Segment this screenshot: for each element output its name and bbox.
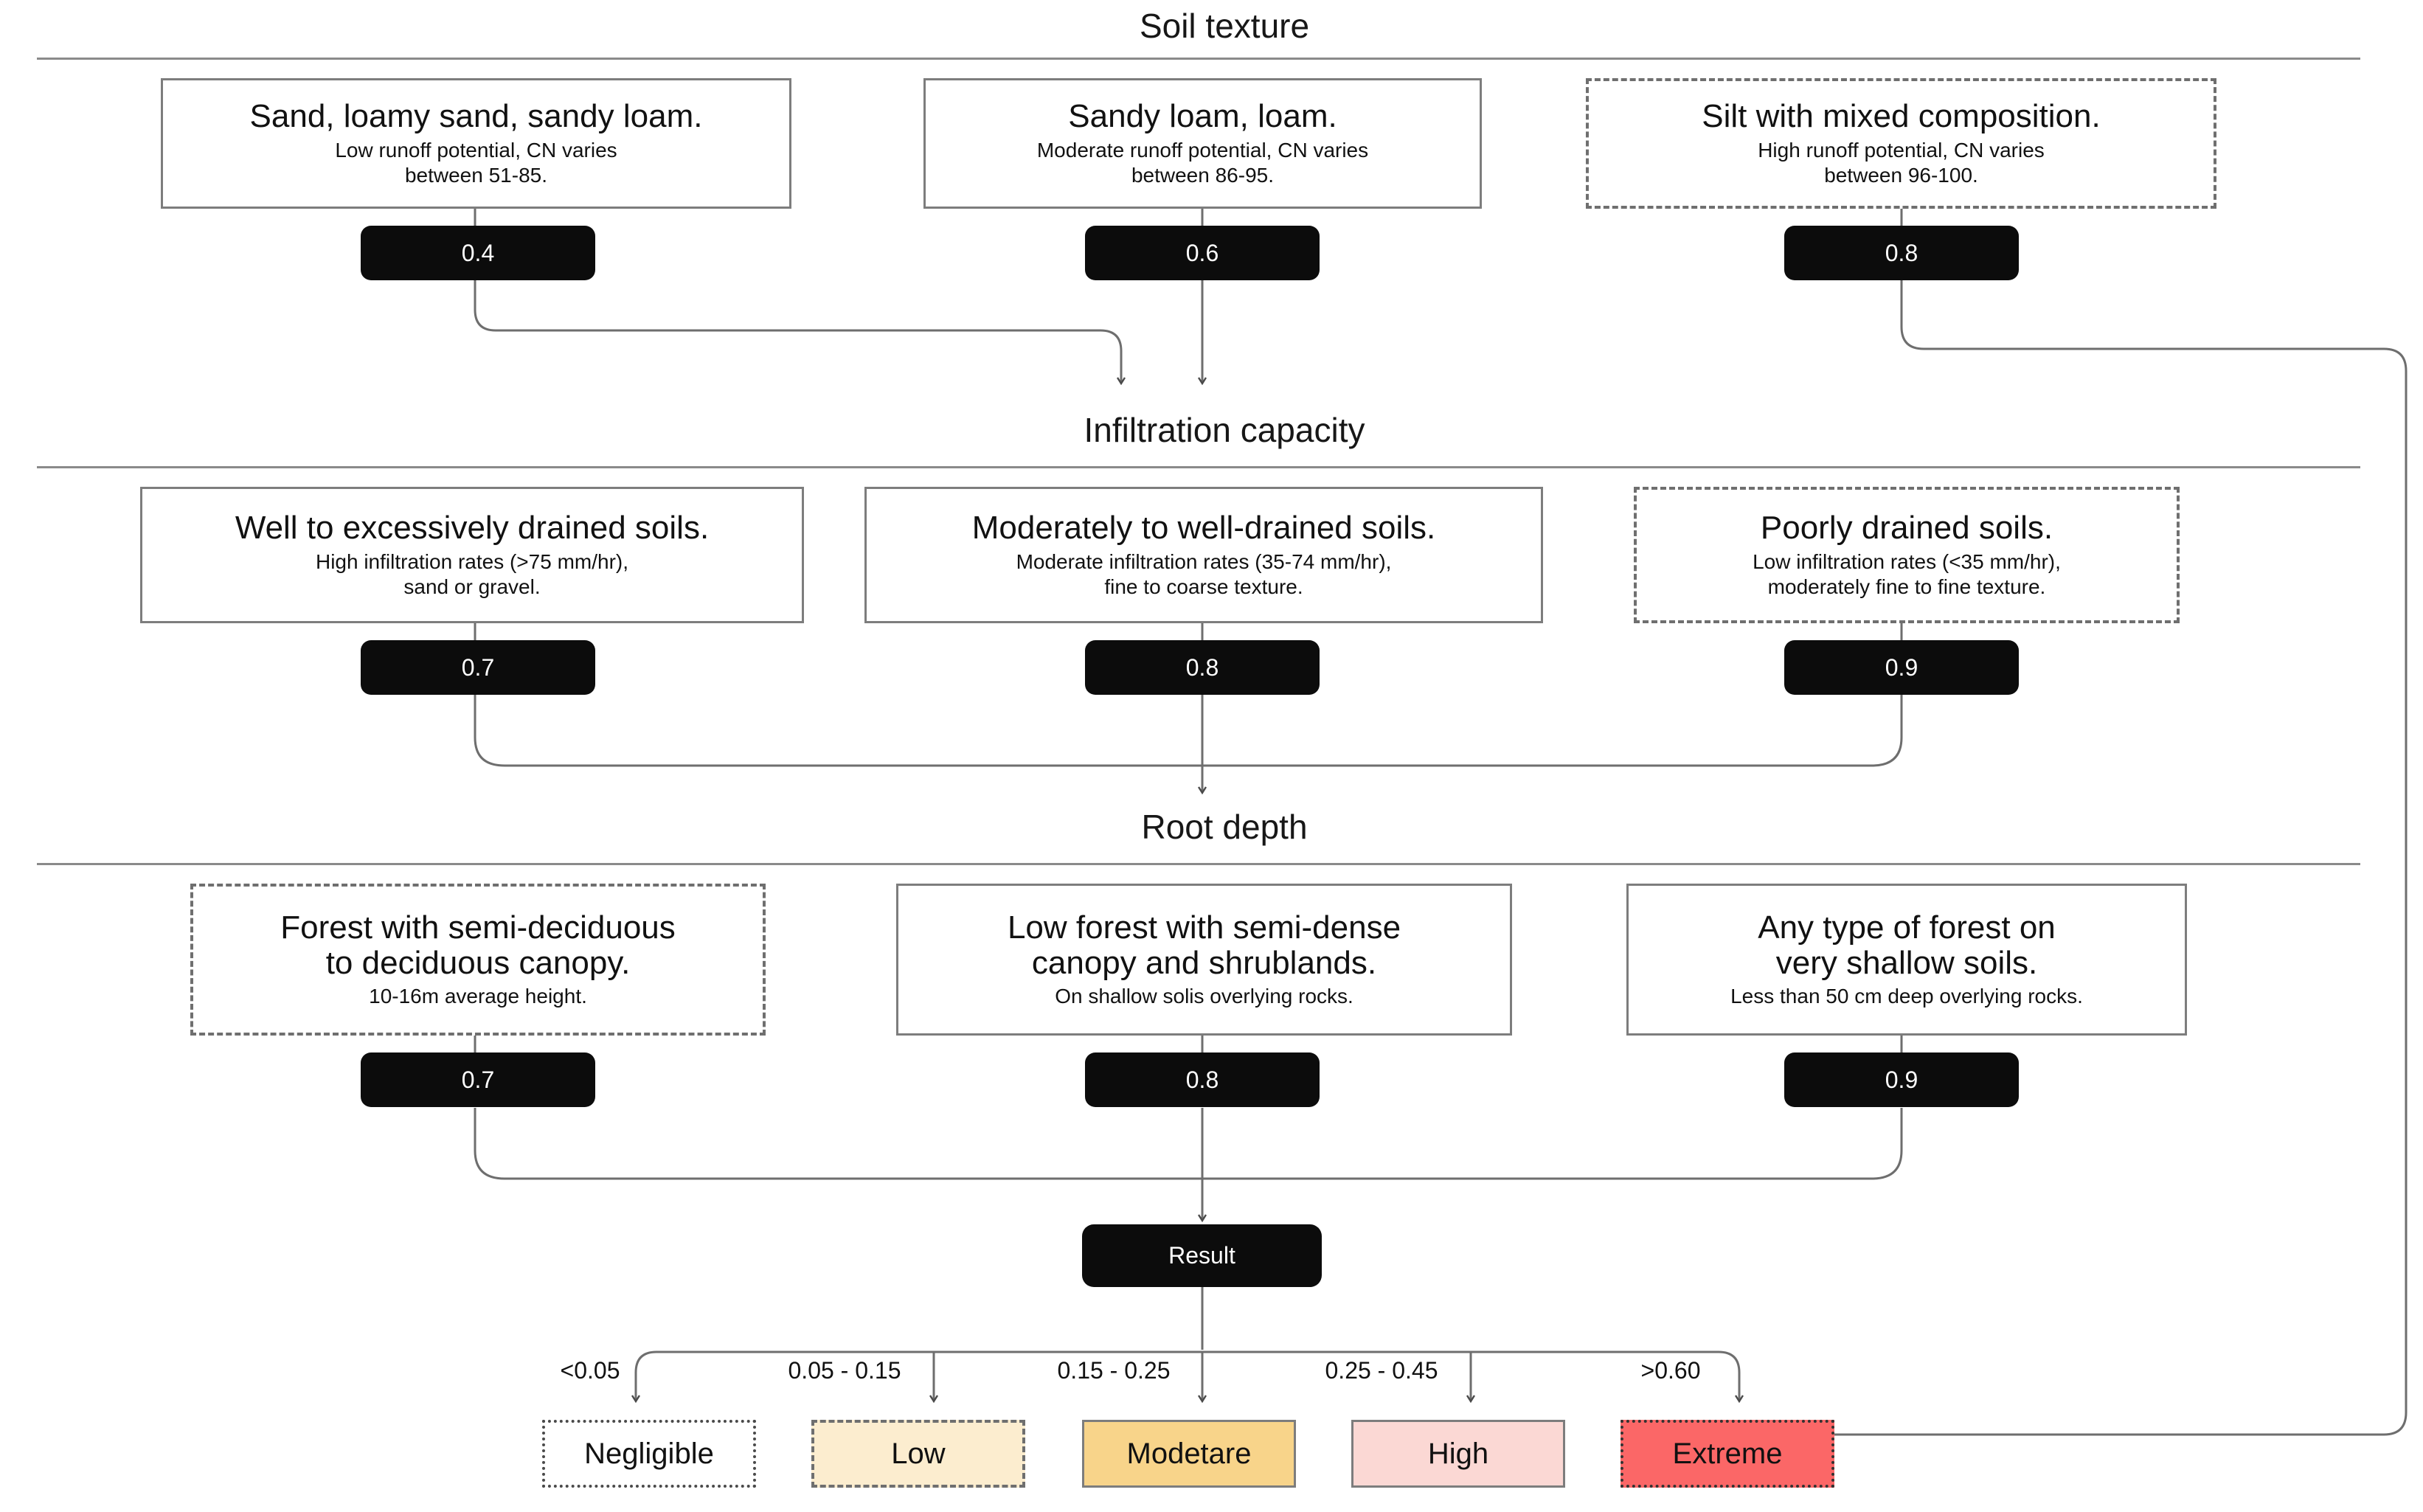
card-infiltration-2[interactable]: Moderately to well-drained soils. Modera… (864, 487, 1543, 623)
section-rule-soil-texture (37, 58, 2360, 60)
card-title: Sandy loam, loam. (1068, 98, 1337, 135)
range-label-low: 0.05 - 0.15 (788, 1357, 901, 1384)
weight-pill-root-depth-2[interactable]: 0.8 (1085, 1052, 1320, 1107)
card-title: Silt with mixed composition. (1702, 98, 2101, 135)
card-infiltration-3[interactable]: Poorly drained soils. Low infiltration r… (1634, 487, 2180, 623)
section-title-infiltration-capacity: Infiltration capacity (1084, 411, 1365, 449)
card-subtitle-line2: between 96-100. (1824, 163, 1978, 187)
result-chip-high[interactable]: High (1351, 1420, 1565, 1488)
section-title-soil-texture: Soil texture (1139, 7, 1310, 45)
weight-pill-soil-texture-3[interactable]: 0.8 (1784, 226, 2019, 280)
card-subtitle: Less than 50 cm deep overlying rocks. (1730, 985, 2083, 1008)
result-chip-low[interactable]: Low (811, 1420, 1025, 1488)
card-subtitle-line1: Moderate infiltration rates (35-74 mm/hr… (1016, 549, 1392, 573)
card-subtitle-line2: moderately fine to fine texture. (1767, 575, 2046, 598)
card-title-line1: Forest with semi-deciduous (280, 909, 676, 946)
card-title: Sand, loamy sand, sandy loam. (249, 98, 703, 135)
section-rule-root-depth (37, 863, 2360, 865)
section-rule-infiltration-capacity (37, 466, 2360, 468)
card-title: Poorly drained soils. (1760, 510, 2053, 547)
card-subtitle-line2: between 86-95. (1131, 163, 1275, 187)
weight-pill-soil-texture-1[interactable]: 0.4 (361, 226, 595, 280)
card-root-depth-1[interactable]: Forest with semi-deciduous to deciduous … (190, 884, 766, 1036)
card-title-line1: Low forest with semi-dense (1007, 909, 1401, 946)
card-subtitle-line2: between 51-85. (404, 163, 548, 187)
weight-pill-infiltration-2[interactable]: 0.8 (1085, 640, 1320, 695)
card-title: Moderately to well-drained soils. (971, 510, 1436, 547)
card-subtitle-line1: Low infiltration rates (<35 mm/hr), (1753, 549, 2061, 573)
card-subtitle-line2: sand or gravel. (403, 575, 541, 598)
card-subtitle-line1: High runoff potential, CN varies (1758, 138, 2045, 162)
card-title-line2: very shallow soils. (1775, 944, 2038, 981)
result-pill[interactable]: Result (1082, 1224, 1322, 1287)
range-label-moderate: 0.15 - 0.25 (1057, 1357, 1171, 1384)
card-soil-texture-2[interactable]: Sandy loam, loam. Moderate runoff potent… (923, 78, 1482, 209)
card-infiltration-1[interactable]: Well to excessively drained soils. High … (140, 487, 804, 623)
weight-pill-infiltration-1[interactable]: 0.7 (361, 640, 595, 695)
result-chip-moderate[interactable]: Modetare (1082, 1420, 1296, 1488)
result-chip-extreme[interactable]: Extreme (1620, 1420, 1834, 1488)
weight-pill-root-depth-3[interactable]: 0.9 (1784, 1052, 2019, 1107)
section-title-root-depth: Root depth (1141, 808, 1308, 846)
card-subtitle-line1: Low runoff potential, CN varies (335, 138, 617, 162)
card-subtitle-line1: High infiltration rates (>75 mm/hr), (315, 549, 629, 573)
card-title-line1: Any type of forest on (1758, 909, 2056, 946)
card-soil-texture-1[interactable]: Sand, loamy sand, sandy loam. Low runoff… (161, 78, 791, 209)
card-subtitle-line2: fine to coarse texture. (1104, 575, 1303, 598)
card-title-line2: to deciduous canopy. (325, 944, 631, 981)
card-title: Well to excessively drained soils. (235, 510, 710, 547)
card-root-depth-3[interactable]: Any type of forest on very shallow soils… (1626, 884, 2187, 1036)
weight-pill-infiltration-3[interactable]: 0.9 (1784, 640, 2019, 695)
card-subtitle-line1: Moderate runoff potential, CN varies (1036, 138, 1369, 162)
range-label-high: 0.25 - 0.45 (1325, 1357, 1438, 1384)
card-root-depth-2[interactable]: Low forest with semi-dense canopy and sh… (896, 884, 1512, 1036)
result-chip-negligible[interactable]: Negligible (542, 1420, 756, 1488)
card-soil-texture-3[interactable]: Silt with mixed composition. High runoff… (1586, 78, 2216, 209)
weight-pill-root-depth-1[interactable]: 0.7 (361, 1052, 595, 1107)
weight-pill-soil-texture-2[interactable]: 0.6 (1085, 226, 1320, 280)
card-subtitle: On shallow solis overlying rocks. (1055, 985, 1353, 1008)
range-label-extreme: >0.60 (1640, 1357, 1701, 1384)
card-title-line2: canopy and shrublands. (1031, 944, 1377, 981)
card-subtitle: 10-16m average height. (369, 985, 587, 1008)
range-label-negligible: <0.05 (560, 1357, 620, 1384)
